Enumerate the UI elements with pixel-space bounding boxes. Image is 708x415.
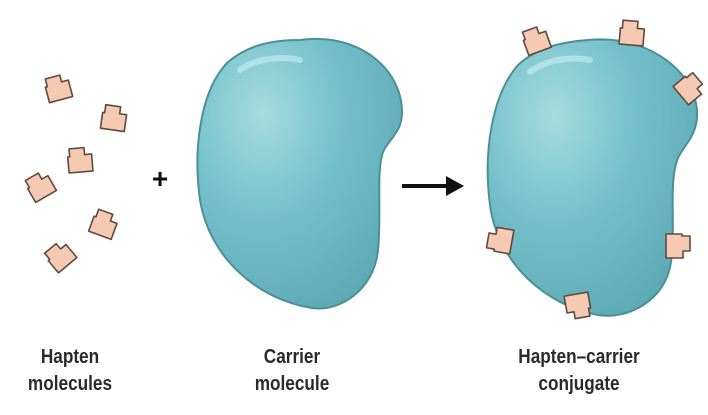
attached-hapten (486, 226, 514, 254)
conjugate-label-line1: Hapten–carrier (497, 344, 660, 371)
attached-hapten (666, 234, 690, 258)
hapten-molecule (43, 73, 72, 102)
hapten-molecule (89, 209, 120, 240)
hapten-label-line2: molecules (10, 371, 130, 398)
hapten-molecules-group (24, 73, 128, 273)
carrier-molecule-label: Carrier molecule (232, 344, 352, 398)
attached-hapten (619, 20, 645, 46)
hapten-molecule (24, 170, 57, 203)
plus-operator: + (152, 163, 168, 194)
attached-hapten (564, 292, 592, 320)
hapten-molecule (43, 239, 77, 273)
hapten-label-line1: Hapten (10, 344, 130, 371)
conjugate-label: Hapten–carrier conjugate (497, 344, 660, 398)
carrier-label-line1: Carrier (232, 344, 352, 371)
carrier-label-line2: molecule (232, 371, 352, 398)
hapten-carrier-conjugate (486, 20, 707, 320)
hapten-molecule (67, 147, 93, 173)
reaction-arrow (402, 176, 464, 196)
hapten-molecule (100, 104, 127, 131)
conjugate-label-line2: conjugate (497, 371, 660, 398)
hapten-molecules-label: Hapten molecules (10, 344, 130, 398)
carrier-molecule (197, 39, 402, 309)
